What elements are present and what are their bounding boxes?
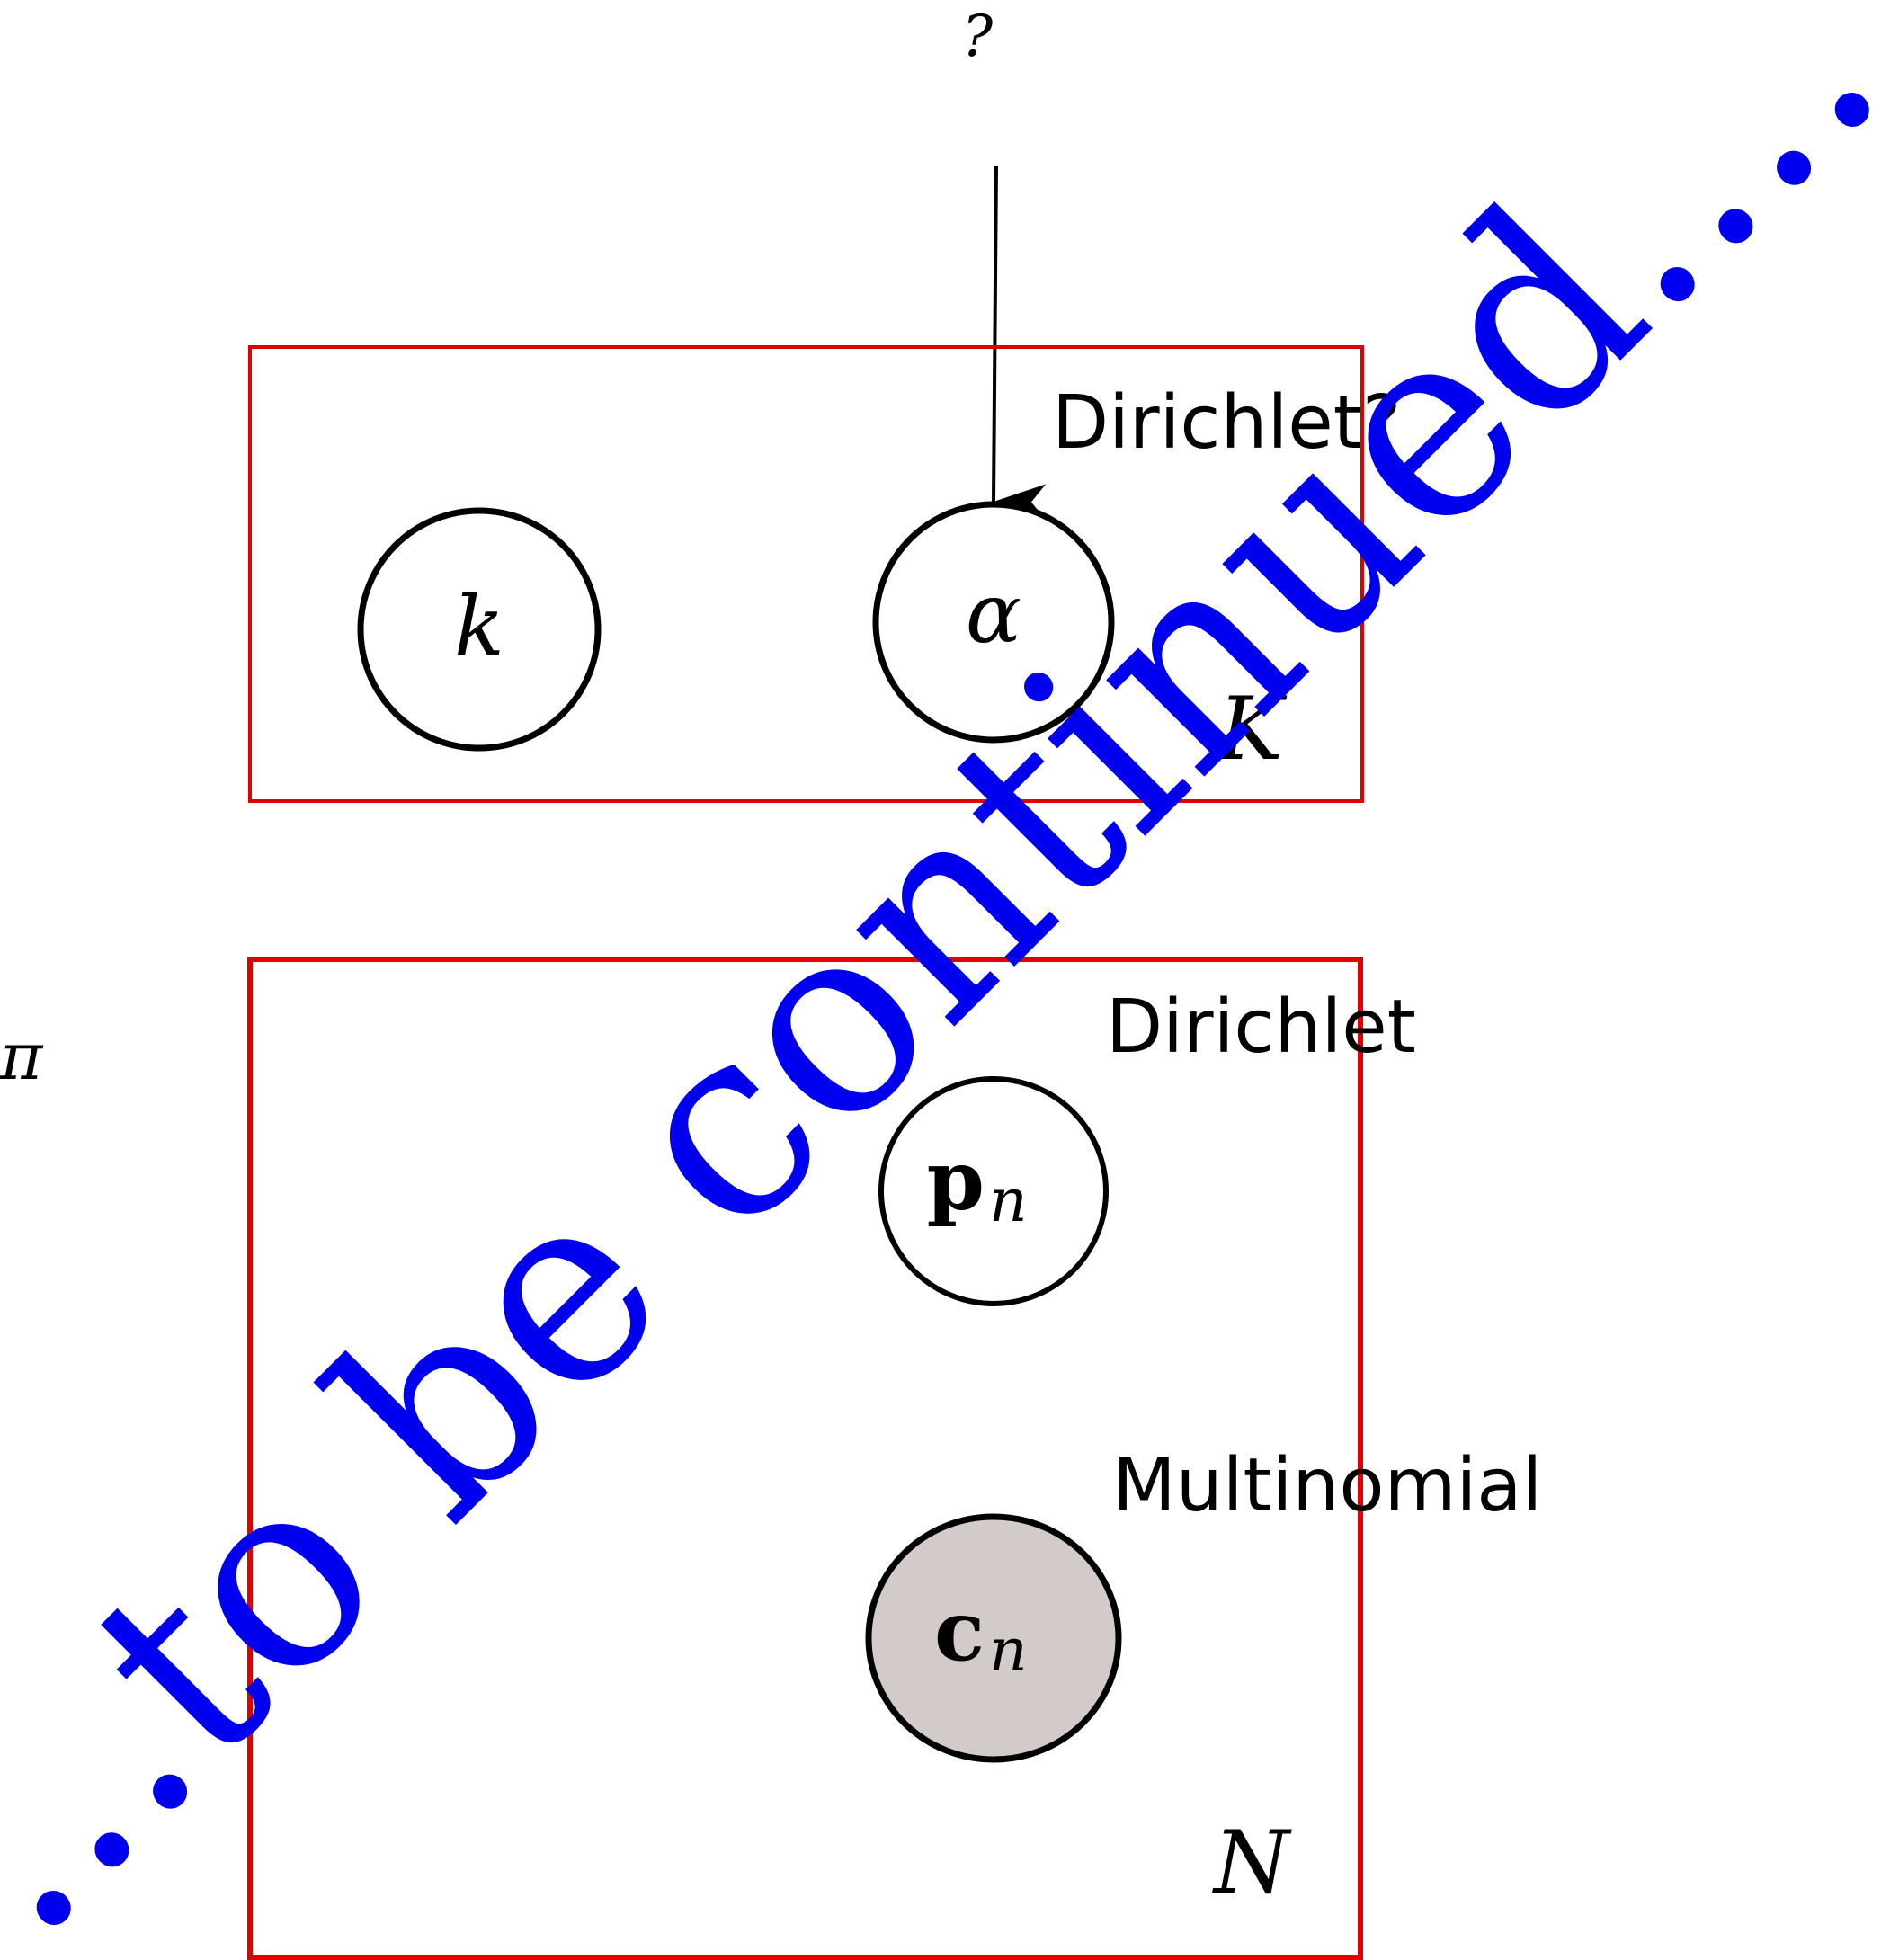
- plate-n: [247, 957, 1363, 1960]
- pi-symbol: π: [0, 1019, 44, 1094]
- node-p-n-base: p: [927, 1132, 985, 1229]
- plate-k-index: K: [1217, 679, 1288, 780]
- plate-n-index: N: [1212, 1813, 1292, 1913]
- plate-n-second-distribution-label: Multinomial: [1112, 1443, 1542, 1528]
- node-c-n-symbol: c: [934, 1582, 985, 1679]
- node-c-n: [865, 1513, 1122, 1763]
- plate-k: [248, 345, 1364, 803]
- node-p-n-subscript: n: [989, 1166, 1028, 1235]
- plate-n-distribution-label: Dirichlet: [1106, 984, 1416, 1070]
- node-k-symbol: k: [454, 578, 504, 674]
- node-alpha-symbol: α: [966, 566, 1021, 662]
- node-p-n: [878, 1076, 1109, 1306]
- node-p-n-symbol: p: [927, 1132, 985, 1229]
- node-c-n-subscript: n: [989, 1616, 1028, 1685]
- node-c-n-base: c: [934, 1582, 985, 1679]
- node-k: [357, 507, 602, 752]
- prior-question-label: ?: [962, 4, 994, 70]
- node-alpha: [872, 501, 1115, 744]
- plate-k-distribution-label: Dirichlet?: [1052, 380, 1401, 466]
- prior-arrow: [992, 165, 1047, 521]
